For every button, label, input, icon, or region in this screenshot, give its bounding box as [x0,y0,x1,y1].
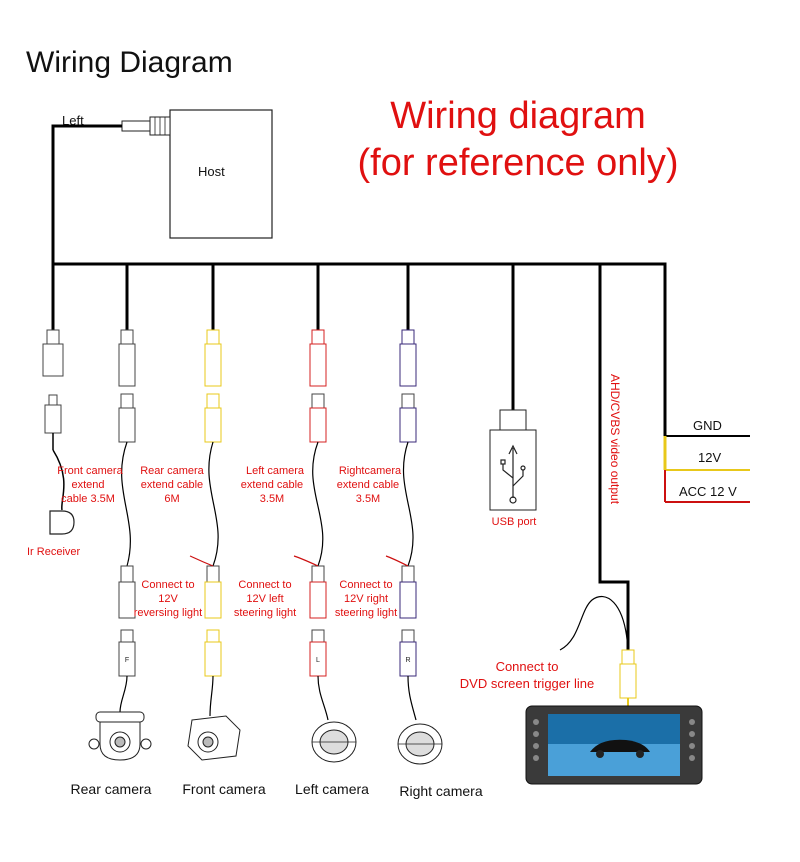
front-camera-label: Front camera [182,781,265,797]
dvd-trigger-line2: DVD screen trigger line [460,676,594,691]
reference-title-line1: Wiring diagram [390,95,646,137]
ir-receiver-icon [49,510,75,535]
left-camera-label: Left camera [295,781,369,797]
12v-label: 12V [698,450,721,465]
page-title: Wiring Diagram [26,46,233,79]
cable4-line3: 3.5M [356,493,380,505]
trigger3-line1: Connect to [339,579,392,591]
trigger3-line3: steering light [335,607,397,619]
connector-mark-l: L [316,657,320,664]
cable3-line2: extend cable [241,479,303,491]
cable2-line1: Rear camera [140,465,204,477]
cable1-line2: extend [71,479,104,491]
connector-mark-f: F [125,657,129,664]
main-harness [51,124,667,650]
left-label: Left [62,113,84,128]
trigger3-line2: 12V right [344,593,388,605]
usb-port-label: USB port [492,516,537,528]
cable1-line3: cable 3.5M [61,493,115,505]
rear-camera-branch: F [88,329,152,761]
right-camera-icon [397,723,443,765]
dvd-head-unit [525,705,703,785]
reference-title-line2: (for reference only) [357,142,678,184]
trigger1-line2: 12V [158,593,178,605]
left-camera-icon [311,721,357,763]
trigger1-line1: Connect to [141,579,194,591]
acc-12v-label: ACC 12 V [679,484,737,499]
rear-camera-icon [88,711,152,761]
right-camera-label: Right camera [399,783,482,799]
trigger2-line1: Connect to [238,579,291,591]
cable4-line1: Rightcamera [339,465,402,477]
trigger2-line3: steering light [234,607,296,619]
power-leads: GND 12V ACC 12 V [663,418,750,503]
video-output-label: AHD/CVBS video output [608,374,622,505]
ir-receiver-branch: Ir Receiver [27,329,81,558]
host-label: Host [198,164,225,179]
cable1-line1: Front camera [57,465,123,477]
rear-camera-label: Rear camera [71,781,152,797]
ir-receiver-label: Ir Receiver [27,546,81,558]
left-camera-branch: L [293,329,357,763]
usb-port-connector: USB port [489,409,537,528]
gnd-label: GND [693,418,722,433]
cable4-line2: extend cable [337,479,399,491]
front-camera-icon [187,715,241,761]
cable3-line3: 3.5M [260,493,284,505]
right-camera-branch: R [385,329,443,765]
cable2-line2: extend cable [141,479,203,491]
cable3-line1: Left camera [246,465,305,477]
dvd-trigger-line1: Connect to [496,659,559,674]
connector-mark-r: R [405,657,410,664]
front-camera-branch [187,329,241,761]
trigger1-line3: reversing light [134,607,202,619]
host-unit: Host [121,109,273,239]
trigger2-line2: 12V left [246,593,283,605]
dvd-trigger-wire: Connect to DVD screen trigger line [460,595,637,708]
usb-icon [500,444,526,504]
cable2-line3: 6M [164,493,179,505]
